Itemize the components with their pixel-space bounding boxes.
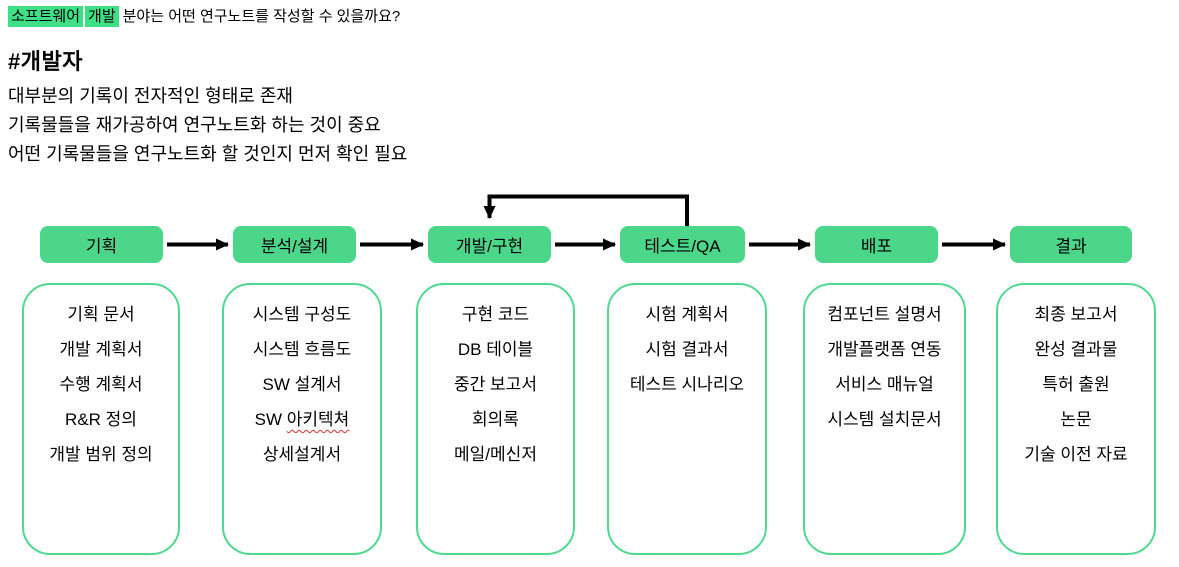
- list-item: 테스트 시나리오: [629, 375, 745, 394]
- list-item: 시스템 흐름도: [252, 340, 352, 359]
- list-item: 완성 결과물: [1034, 340, 1118, 359]
- list-item: 최종 보고서: [1034, 305, 1118, 324]
- doc-list-test-qa: 시험 계획서 시험 결과서 테스트 시나리오: [607, 283, 767, 555]
- title-highlight-word-1: 소프트웨어: [8, 6, 84, 27]
- list-item-text: SW: [254, 410, 287, 429]
- list-item: DB 테이블: [457, 340, 534, 359]
- stage-pill-develop: 개발/구현: [428, 226, 551, 263]
- list-item: R&R 정의: [65, 410, 137, 429]
- title-rest: 분야는 어떤 연구노트를 작성할 수 있을까요?: [122, 8, 401, 25]
- misspelled-word: 아키텍쳐: [286, 410, 350, 429]
- list-item-spellchecked: SW 아키텍쳐: [224, 402, 380, 437]
- list-item: 논문: [1060, 410, 1092, 429]
- stage-pill-result: 결과: [1010, 226, 1132, 263]
- intro-line: 대부분의 기록이 전자적인 형태로 존재: [8, 86, 293, 106]
- stage-pill-analysis: 분석/설계: [233, 226, 356, 263]
- list-item: 개발 범위 정의: [49, 445, 153, 464]
- doc-list-deploy: 컴포넌트 설명서 개발플랫폼 연동 서비스 매뉴얼 시스템 설치문서: [803, 283, 966, 555]
- doc-list-plan: 기획 문서 개발 계획서 수행 계획서 R&R 정의 개발 범위 정의: [22, 283, 180, 555]
- list-item: 컴포넌트 설명서: [827, 305, 942, 324]
- section-heading: #개발자: [8, 49, 83, 74]
- feedback-arrow-icon: [483, 194, 689, 227]
- list-item: 수행 계획서: [59, 375, 143, 394]
- list-item: 시스템 설치문서: [827, 410, 942, 429]
- list-item: 시험 결과서: [645, 340, 729, 359]
- intro-line: 어떤 기록물들을 연구노트화 할 것인지 먼저 확인 필요: [8, 144, 408, 164]
- intro-line: 기록물들을 재가공하여 연구노트화 하는 것이 중요: [8, 115, 381, 135]
- list-item: 기획 문서: [67, 305, 135, 324]
- list-item: 메일/메신저: [454, 445, 537, 464]
- stage-pill-plan: 기획: [40, 226, 163, 263]
- doc-list-result: 최종 보고서 완성 결과물 특허 출원 논문 기술 이전 자료: [996, 283, 1156, 555]
- list-item: 개발플랫폼 연동: [827, 340, 942, 359]
- list-item: 서비스 매뉴얼: [835, 375, 934, 394]
- doc-list-analysis: 시스템 구성도 시스템 흐름도 SW 설계서 SW 아키텍쳐 상세설계서: [222, 283, 382, 555]
- list-item: 개발 계획서: [59, 340, 143, 359]
- stage-pill-test-qa: 테스트/QA: [620, 226, 745, 263]
- list-item: 상세설계서: [262, 445, 342, 464]
- list-item: SW 설계서: [262, 375, 342, 394]
- list-item: 중간 보고서: [454, 375, 537, 394]
- stage-pill-deploy: 배포: [815, 226, 938, 263]
- title-highlight-word-2: 개발: [85, 6, 119, 27]
- list-item: 기술 이전 자료: [1024, 445, 1128, 464]
- list-item: 회의록: [472, 410, 519, 429]
- list-item: 시험 계획서: [645, 305, 729, 324]
- list-item: 특허 출원: [1042, 375, 1110, 394]
- list-item: 시스템 구성도: [252, 305, 352, 324]
- intro-text: 대부분의 기록이 전자적인 형태로 존재 기록물들을 재가공하여 연구노트화 하…: [8, 82, 407, 169]
- doc-list-develop: 구현 코드 DB 테이블 중간 보고서 회의록 메일/메신저: [416, 283, 575, 555]
- list-item: 구현 코드: [461, 305, 530, 324]
